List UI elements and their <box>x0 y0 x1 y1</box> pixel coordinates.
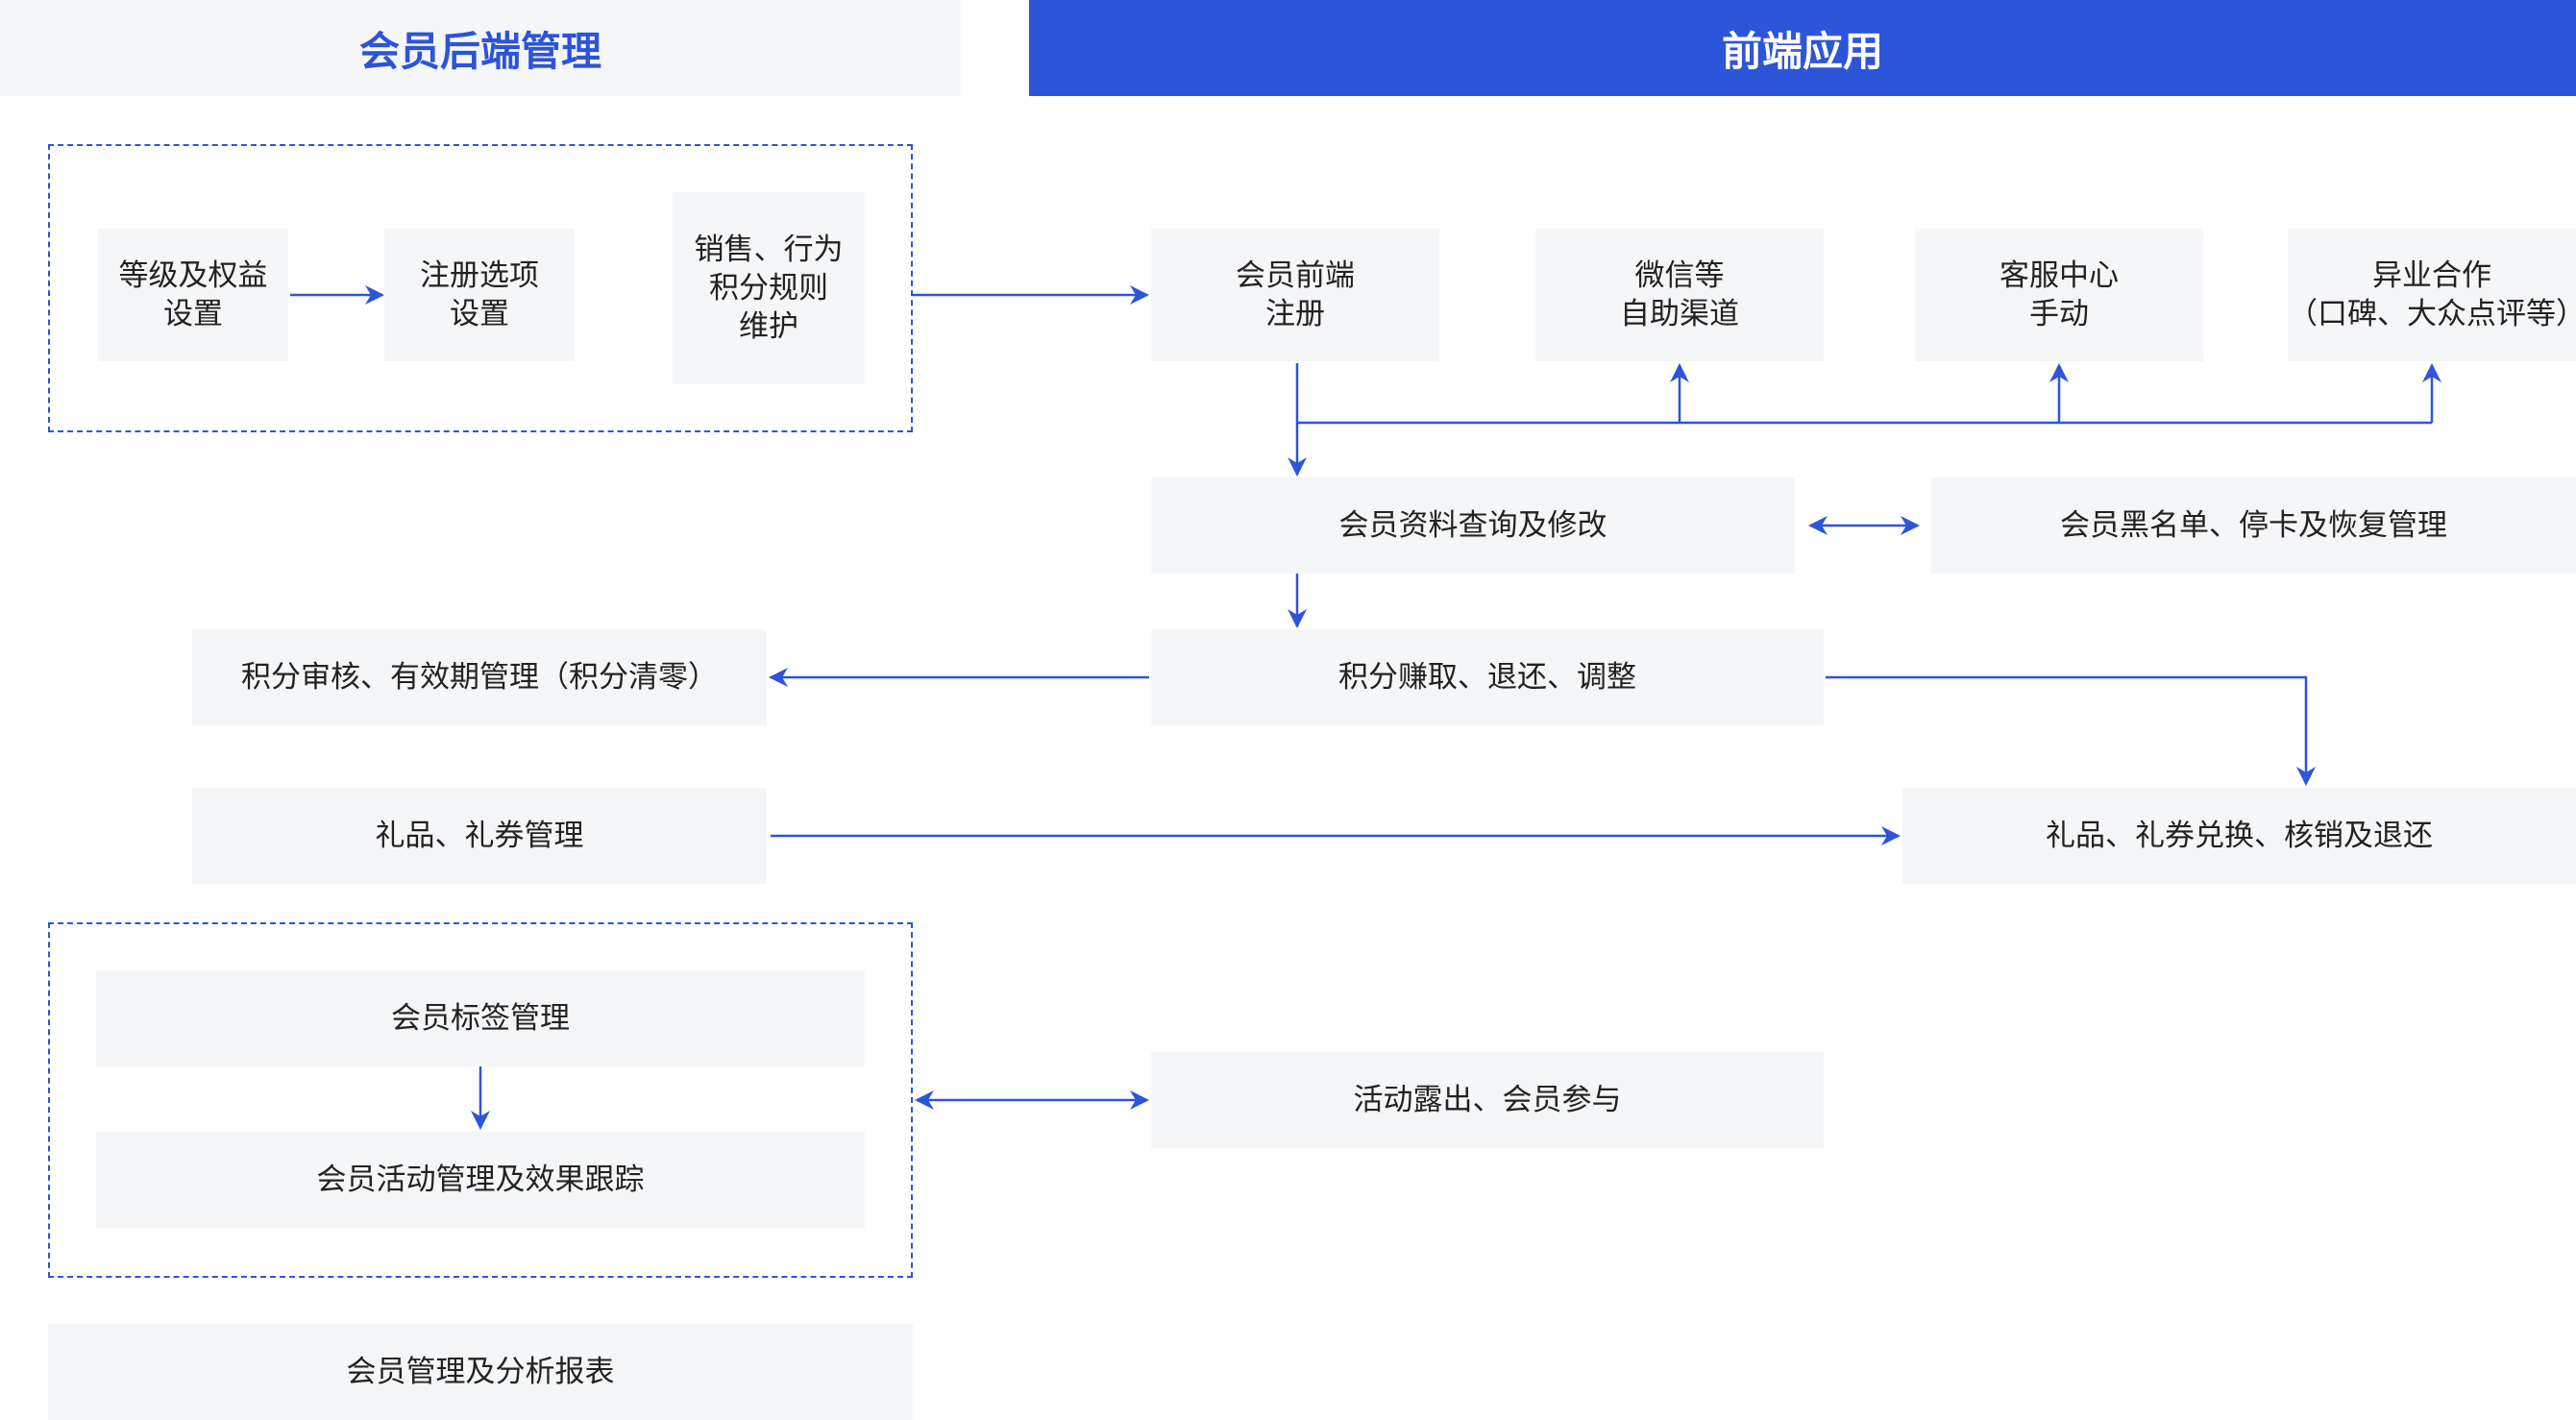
blacklist-label: 会员黑名单、停卡及恢复管理 <box>2060 508 2447 543</box>
backend-header: 会员后端管理 <box>0 0 961 96</box>
points-audit-box: 积分审核、有效期管理（积分清零） <box>192 629 767 725</box>
member-register-label: 会员前端 注册 <box>1236 258 1355 331</box>
customer-service-box: 客服中心 手动 <box>1915 229 2203 361</box>
blacklist-box: 会员黑名单、停卡及恢复管理 <box>1931 477 2576 574</box>
arrow-points-to-gift-redeem <box>1826 675 2316 786</box>
register-options-label: 注册选项 设置 <box>420 258 539 331</box>
gift-voucher-mgmt-box: 礼品、礼券管理 <box>192 788 767 884</box>
wechat-selfservice-label: 微信等 自助渠道 <box>1620 258 1739 331</box>
points-earn-label: 积分赚取、退还、调整 <box>1338 660 1636 695</box>
activity-exposure-box: 活动露出、会员参与 <box>1151 1052 1824 1148</box>
frontend-header: 前端应用 <box>1029 0 2576 96</box>
report-box: 会员管理及分析报表 <box>48 1324 913 1420</box>
member-activity-group <box>48 922 913 1278</box>
grade-rights-label: 等级及权益 设置 <box>118 258 268 331</box>
tag-mgmt-label: 会员标签管理 <box>391 1001 570 1036</box>
points-rules-box: 销售、行为 积分规则 维护 <box>673 192 865 384</box>
register-options-box: 注册选项 设置 <box>384 229 575 361</box>
member-register-box: 会员前端 注册 <box>1151 229 1439 361</box>
cross-industry-label: 异业合作 （口碑、大众点评等） <box>2288 258 2576 331</box>
activity-exposure-label: 活动露出、会员参与 <box>1353 1083 1622 1117</box>
profile-query-label: 会员资料查询及修改 <box>1338 508 1607 543</box>
wechat-selfservice-box: 微信等 自助渠道 <box>1535 229 1824 361</box>
gift-voucher-mgmt-label: 礼品、礼券管理 <box>375 819 584 853</box>
profile-query-box: 会员资料查询及修改 <box>1151 477 1795 574</box>
grade-rights-box: 等级及权益 设置 <box>98 229 288 361</box>
cross-industry-box: 异业合作 （口碑、大众点评等） <box>2288 229 2576 361</box>
points-audit-label: 积分审核、有效期管理（积分清零） <box>241 660 718 695</box>
gift-redeem-box: 礼品、礼券兑换、核销及退还 <box>1902 788 2576 884</box>
customer-service-label: 客服中心 手动 <box>1999 258 2119 331</box>
activity-mgmt-box: 会员活动管理及效果跟踪 <box>96 1132 865 1228</box>
report-label: 会员管理及分析报表 <box>346 1355 615 1389</box>
points-rules-label: 销售、行为 积分规则 维护 <box>694 233 844 344</box>
gift-redeem-label: 礼品、礼券兑换、核销及退还 <box>2046 819 2433 853</box>
points-earn-box: 积分赚取、退还、调整 <box>1151 629 1824 725</box>
backend-setup-group <box>48 144 913 432</box>
tag-mgmt-box: 会员标签管理 <box>96 970 865 1066</box>
activity-mgmt-label: 会员活动管理及效果跟踪 <box>316 1163 645 1197</box>
